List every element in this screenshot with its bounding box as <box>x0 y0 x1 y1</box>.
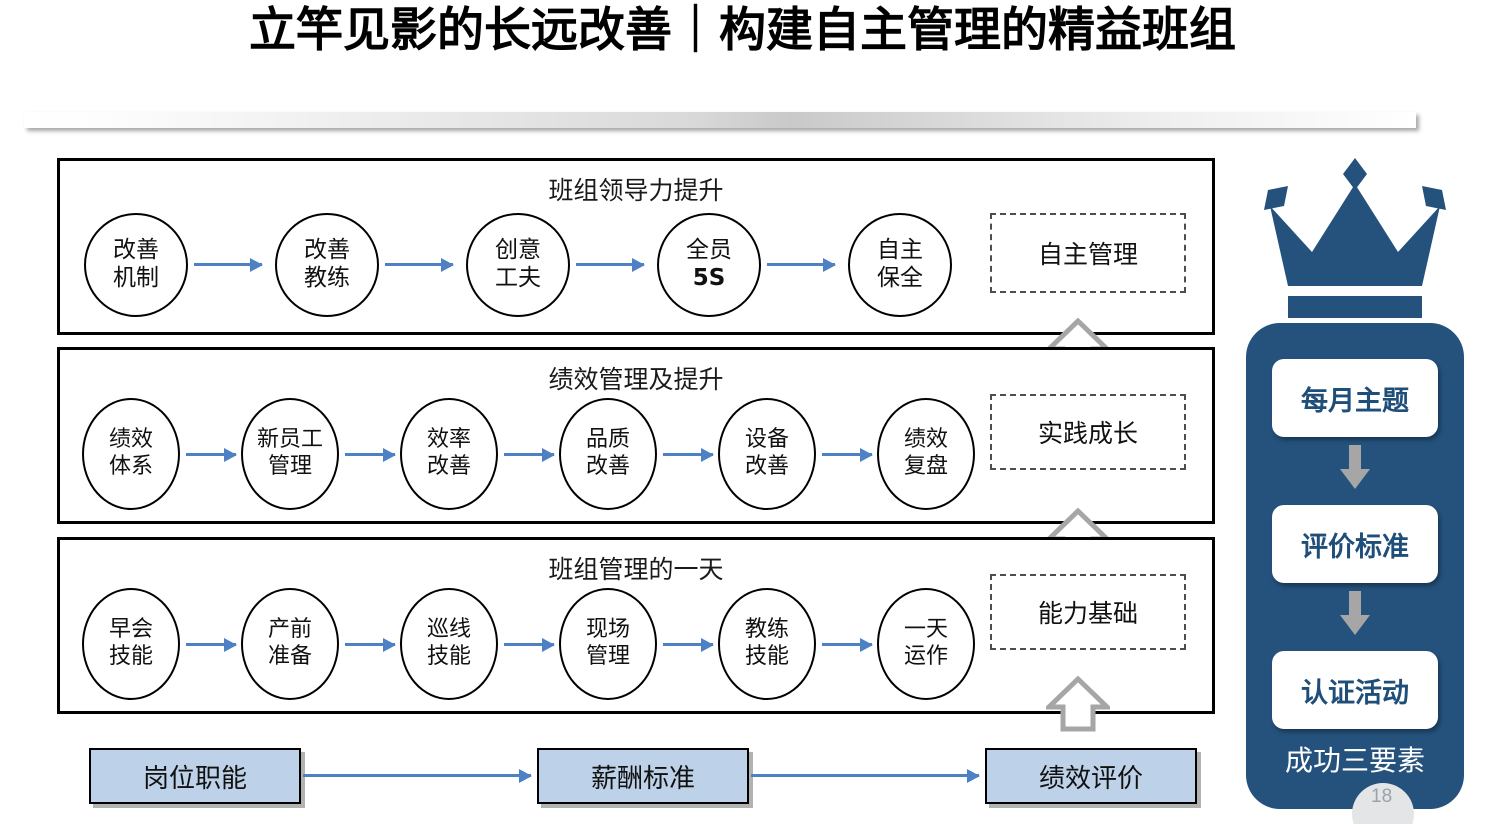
band-title: 班组管理的一天 <box>548 555 724 584</box>
crown-icon <box>1250 158 1460 323</box>
node-circle[interactable]: 一天 运作 <box>877 588 975 700</box>
node-line-1: 品质 <box>585 427 630 453</box>
flow-arrow <box>767 257 836 272</box>
node-line-1: 效率 <box>426 427 471 453</box>
flow-arrow <box>504 637 555 652</box>
node-line-1: 现场 <box>585 617 630 643</box>
node-line-2: 复盘 <box>903 454 948 479</box>
node-line-2: 工夫 <box>495 265 541 291</box>
flow-arrow <box>194 257 263 272</box>
node-line-1: 早会 <box>108 617 153 643</box>
node-circle[interactable]: 绩效 复盘 <box>877 398 975 510</box>
flow-arrow <box>186 637 237 652</box>
node-line-1: 自主 <box>877 237 923 264</box>
node-circle[interactable]: 设备 改善 <box>718 398 816 510</box>
node-line-1: 全员 <box>686 237 732 264</box>
node-line-1: 产前 <box>267 617 312 643</box>
node-line-1: 设备 <box>744 427 789 453</box>
node-line-2: 技能 <box>108 644 153 669</box>
flow-arrow <box>663 447 714 462</box>
node-circle[interactable]: 品质 改善 <box>559 398 657 510</box>
node-circle[interactable]: 改善 机制 <box>84 213 188 317</box>
result-box: 实践成长 <box>990 394 1186 470</box>
node-line-2: 准备 <box>267 644 312 669</box>
node-circle[interactable]: 全员 5S <box>657 213 761 317</box>
flow-arrow <box>663 637 714 652</box>
node-line-2: 改善 <box>744 454 789 479</box>
down-arrow-icon <box>1340 591 1370 635</box>
node-line-1: 新员工 <box>256 427 323 453</box>
node-line-1: 绩效 <box>108 427 153 453</box>
node-circle[interactable]: 新员工 管理 <box>241 398 339 510</box>
node-line-2: 体系 <box>108 454 153 479</box>
row-band-leadership: 班组领导力提升 改善 机制 改善 教练 创意 工夫 全员 5S 自主 保全 自主… <box>57 158 1215 335</box>
node-circle[interactable]: 效率 改善 <box>400 398 498 510</box>
title-divider-bar <box>24 112 1416 128</box>
bottom-flow-box[interactable]: 绩效评价 <box>985 748 1197 804</box>
panel-step-box[interactable]: 评价标准 <box>1272 505 1438 583</box>
panel-step-box[interactable]: 每月主题 <box>1272 359 1438 437</box>
up-arrow-icon <box>1042 675 1114 732</box>
flow-arrow <box>822 447 873 462</box>
node-line-1: 一天 <box>903 617 948 643</box>
bottom-flow-arrow <box>751 768 980 783</box>
panel-step-box[interactable]: 认证活动 <box>1272 651 1438 729</box>
panel-footer-label: 成功三要素 <box>1284 744 1425 777</box>
band-title: 班组领导力提升 <box>548 176 724 205</box>
flow-arrow <box>186 447 237 462</box>
node-line-2: 管理 <box>267 454 312 479</box>
node-line-1: 教练 <box>744 617 789 643</box>
node-circle[interactable]: 改善 教练 <box>275 213 379 317</box>
flow-arrow <box>822 637 873 652</box>
node-line-1: 改善 <box>113 237 159 264</box>
node-circle[interactable]: 早会 技能 <box>82 588 180 700</box>
node-line-2: 技能 <box>426 644 471 669</box>
row-band-performance: 绩效管理及提升 绩效 体系 新员工 管理 效率 改善 品质 改善 设备 改善 绩… <box>57 347 1215 524</box>
node-circle[interactable]: 产前 准备 <box>241 588 339 700</box>
page-title: 立竿见影的长远改善｜构建自主管理的精益班组 <box>249 3 1236 56</box>
node-line-2: 改善 <box>426 454 471 479</box>
node-circle[interactable]: 现场 管理 <box>559 588 657 700</box>
flow-arrow <box>576 257 645 272</box>
flow-arrow <box>345 447 396 462</box>
band-title: 绩效管理及提升 <box>548 365 724 394</box>
node-line-2: 教练 <box>304 265 350 291</box>
node-line-1: 创意 <box>495 237 541 264</box>
result-box: 自主管理 <box>990 213 1186 293</box>
bottom-flow-box[interactable]: 岗位职能 <box>89 748 301 804</box>
node-line-2: 管理 <box>585 644 630 669</box>
node-line-2: 保全 <box>877 265 923 291</box>
page-number: 18 <box>1371 786 1393 807</box>
node-line-1: 改善 <box>304 237 350 264</box>
flow-arrow <box>504 447 555 462</box>
node-circle[interactable]: 巡线 技能 <box>400 588 498 700</box>
node-line-2: 5S <box>692 265 726 291</box>
node-circle[interactable]: 绩效 体系 <box>82 398 180 510</box>
node-line-1: 巡线 <box>426 617 471 643</box>
bottom-flow-arrow <box>303 768 532 783</box>
node-line-2: 运作 <box>903 644 948 669</box>
node-circle[interactable]: 教练 技能 <box>718 588 816 700</box>
node-line-1: 绩效 <box>903 427 948 453</box>
node-circle[interactable]: 创意 工夫 <box>466 213 570 317</box>
result-box: 能力基础 <box>990 574 1186 650</box>
node-line-2: 改善 <box>585 454 630 479</box>
flow-arrow <box>385 257 454 272</box>
bottom-flow-box[interactable]: 薪酬标准 <box>537 748 749 804</box>
node-line-2: 机制 <box>113 265 159 291</box>
node-circle[interactable]: 自主 保全 <box>848 213 952 317</box>
flow-arrow <box>345 637 396 652</box>
success-factors-panel: 每月主题 评价标准 认证活动 成功三要素 <box>1246 323 1464 809</box>
node-line-2: 技能 <box>744 644 789 669</box>
down-arrow-icon <box>1340 445 1370 489</box>
row-band-daily: 班组管理的一天 早会 技能 产前 准备 巡线 技能 现场 管理 教练 技能 一天… <box>57 537 1215 714</box>
